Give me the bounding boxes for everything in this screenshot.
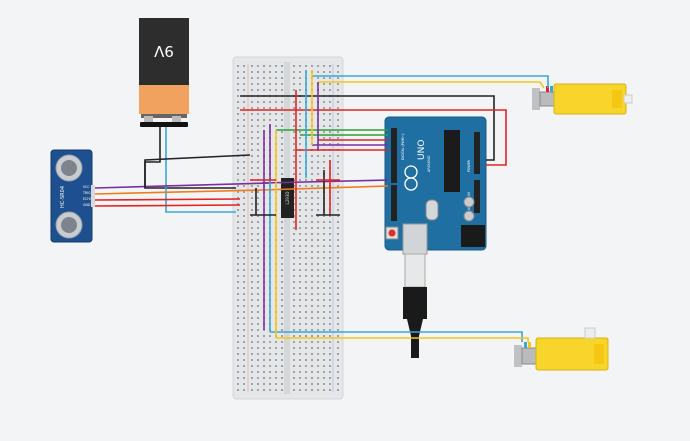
ultrasonic-sensor[interactable]: HC-SR04 VCC TRIG ECHO GND xyxy=(50,149,95,243)
breadboard-center-channel xyxy=(284,62,290,394)
breadboard[interactable] xyxy=(232,56,344,400)
wire-red-sensor[interactable] xyxy=(94,198,241,201)
usb-strain-relief xyxy=(407,319,423,336)
driver-chip-label: L293D xyxy=(285,192,290,205)
battery-9v[interactable]: 9V xyxy=(139,18,189,127)
arduino-uno[interactable]: UNO ARDUINO DIGITAL (PWM~) POWER ANALOG … xyxy=(384,116,487,255)
motor-gearbox xyxy=(535,337,609,371)
arduino-board xyxy=(384,116,487,251)
battery-clip xyxy=(140,122,188,127)
capacitor xyxy=(463,196,475,208)
power-jack xyxy=(461,225,485,247)
sensor-pin-label: VCC xyxy=(83,185,90,189)
arduino-brand-label: ARDUINO xyxy=(427,155,431,172)
sensor-pin-label: ECHO xyxy=(83,197,93,201)
usb-port xyxy=(402,223,428,255)
motor-end-cap xyxy=(521,347,537,365)
motor-axle xyxy=(584,327,596,339)
motor-shaft xyxy=(514,345,522,367)
arduino-digital-header xyxy=(391,128,397,183)
wires xyxy=(94,70,549,342)
arduino-digital-label: DIGITAL (PWM~) xyxy=(401,134,405,160)
wire-black-sensor[interactable] xyxy=(144,154,251,188)
sensor-pin-label: GND xyxy=(83,203,91,207)
atmega-chip xyxy=(444,130,460,192)
battery-body-top xyxy=(139,18,189,85)
wire-blue-motor-top[interactable] xyxy=(312,75,549,88)
motor-shaft xyxy=(532,88,540,110)
motor-driver-chip[interactable]: L293D xyxy=(281,178,294,218)
capacitor xyxy=(463,210,475,222)
arduino-analog-header xyxy=(474,180,480,213)
battery-label: 9V xyxy=(153,42,174,60)
wire-blue-battery[interactable] xyxy=(165,127,236,213)
reset-button-cap[interactable] xyxy=(388,229,396,237)
sensor-pin-header xyxy=(91,185,95,207)
sensor-pin-label: TRIG xyxy=(82,191,91,195)
usb-cable-line xyxy=(411,336,419,358)
wire-orange-echo[interactable] xyxy=(261,185,389,191)
battery-terminals xyxy=(141,114,187,118)
usb-plug-metal xyxy=(404,253,426,288)
dc-motor-top[interactable] xyxy=(532,83,633,115)
sensor-model: HC-SR04 xyxy=(60,186,66,208)
arduino-digital-header-2 xyxy=(391,185,397,221)
wire-orange-sensor[interactable] xyxy=(94,189,263,195)
usb-plug-body xyxy=(403,287,427,319)
wire-red-sensor-2[interactable] xyxy=(94,204,241,207)
wire-yellow-motor-bottom[interactable] xyxy=(276,337,529,342)
motor-end-cap xyxy=(539,91,555,107)
wire-black-gnd[interactable] xyxy=(240,95,495,161)
usb-cable[interactable] xyxy=(403,253,427,358)
arduino-model-label: UNO xyxy=(417,140,427,160)
wire-purple-trig[interactable] xyxy=(261,179,389,184)
crystal-oscillator xyxy=(425,199,439,221)
arduino-power-label: POWER xyxy=(467,159,471,172)
driver-chip-body xyxy=(281,178,294,218)
arduino-power-header xyxy=(474,132,480,174)
battery-body-bottom xyxy=(139,85,189,114)
wire-yellow-motor-top[interactable] xyxy=(318,81,545,89)
dc-motor-bottom[interactable] xyxy=(514,327,609,371)
motor-axle xyxy=(623,94,633,104)
wire-red-5v[interactable] xyxy=(240,109,507,166)
